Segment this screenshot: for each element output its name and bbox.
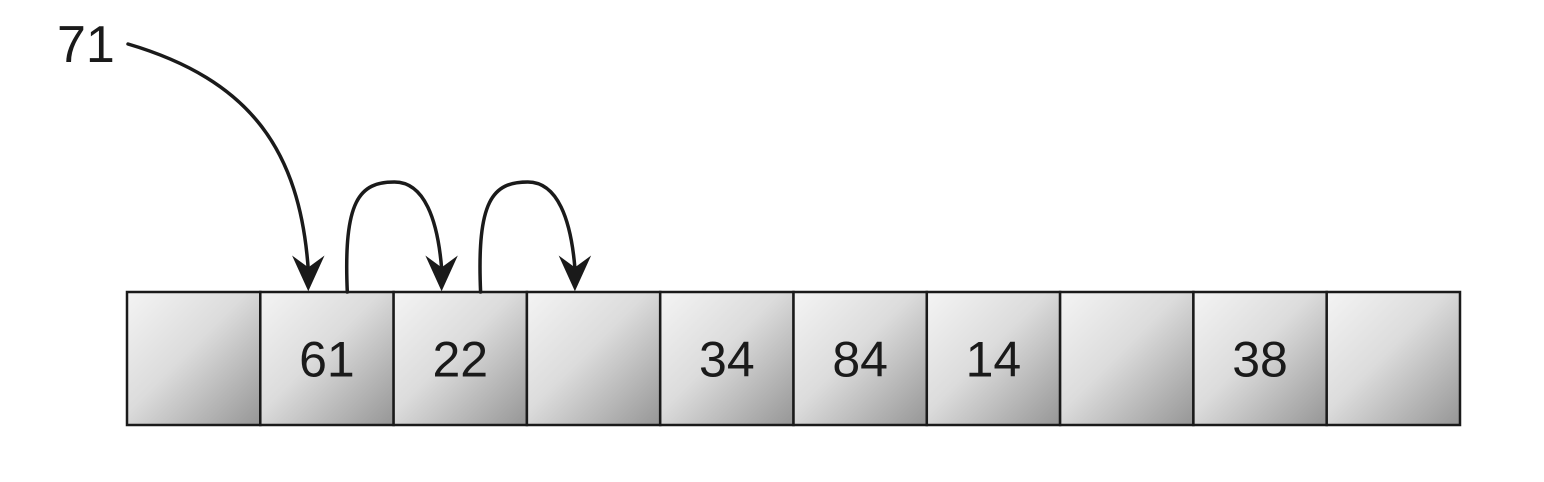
slot-box [1058,290,1195,427]
key-to-slot-arrow [126,42,311,272]
table-slot-3 [525,290,662,427]
slot-box [1192,290,1328,427]
slot-value: 34 [699,332,755,388]
slot-value: 84 [832,332,888,388]
table-slot-5: 84 [792,290,929,427]
slot-box [125,290,262,427]
slot-box [392,290,529,427]
slot-value: 38 [1232,332,1288,388]
slot-value: 61 [299,332,355,388]
table-slot-9 [1325,290,1462,427]
hash-table-row: 61 22 34 84 14 38 [125,290,1462,427]
probe-arrow-head-2 [425,255,458,292]
table-slot-0 [125,290,262,427]
slot-value: 22 [432,332,488,388]
probe-arrow-head-3 [558,255,592,292]
table-slot-4: 34 [658,290,795,427]
slot-value: 14 [966,332,1022,388]
probe-arrow-2-to-3 [478,180,577,294]
key-arrow-head [292,255,325,292]
table-slot-2: 22 [392,290,529,427]
table-slot-8: 38 [1192,290,1328,427]
slot-box [259,290,395,427]
slot-box [925,290,1062,427]
probe-arrows [126,42,592,294]
table-slot-6: 14 [925,290,1062,427]
probe-arrow-1-to-2 [344,180,444,294]
slot-box [1325,290,1462,427]
table-slot-7 [1058,290,1195,427]
inserted-key-label: 71 [57,16,115,74]
slot-box [525,290,662,427]
table-slot-1: 61 [259,290,395,427]
slot-box [658,290,795,427]
